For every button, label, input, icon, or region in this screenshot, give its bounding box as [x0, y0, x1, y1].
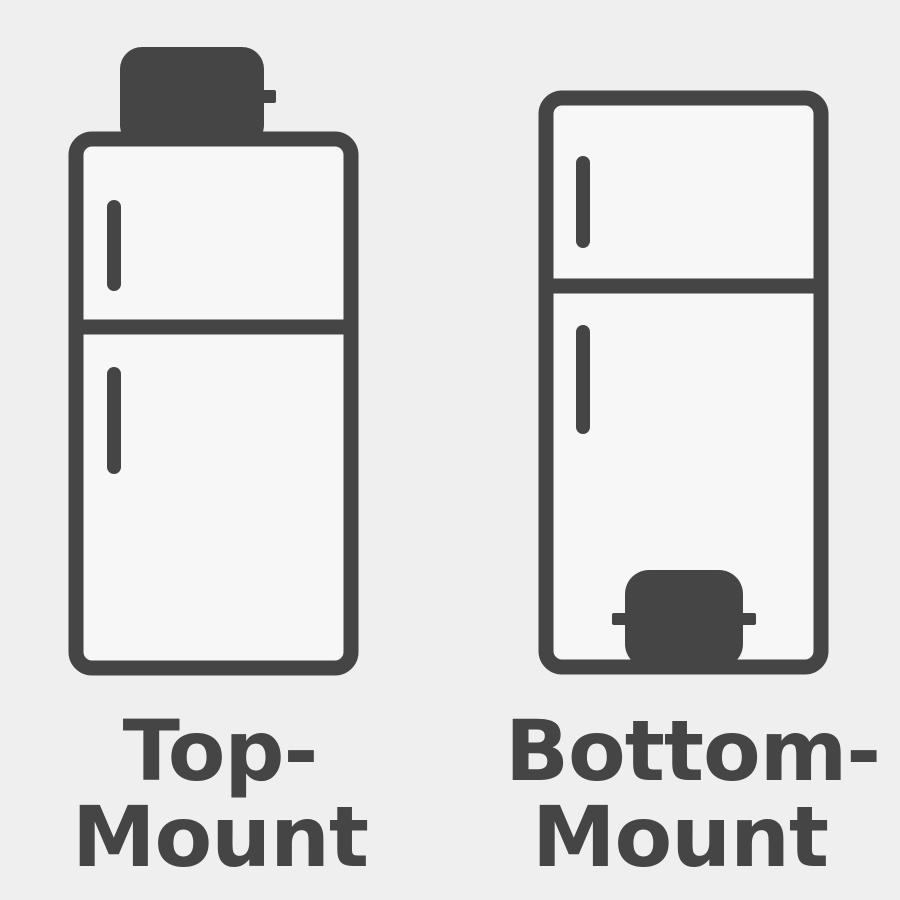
bottom-mount-fridge — [538, 90, 829, 675]
bottom-mount-label-line-1: Bottom- — [505, 702, 881, 800]
top-mount-fridge-body — [68, 131, 359, 676]
bottom-mount-compressor-icon — [612, 570, 756, 668]
top-mount-label-line-1: Top- — [122, 702, 319, 800]
top-mount-label: Top- Mount — [40, 708, 400, 880]
top-mount-label-line-2: Mount — [71, 788, 369, 886]
top-mount-compressor-icon — [120, 47, 276, 147]
bottom-mount-label-line-2: Mount — [531, 788, 829, 886]
bottom-mount-label: Bottom- Mount — [505, 702, 881, 886]
top-mount-fridge — [68, 47, 359, 676]
